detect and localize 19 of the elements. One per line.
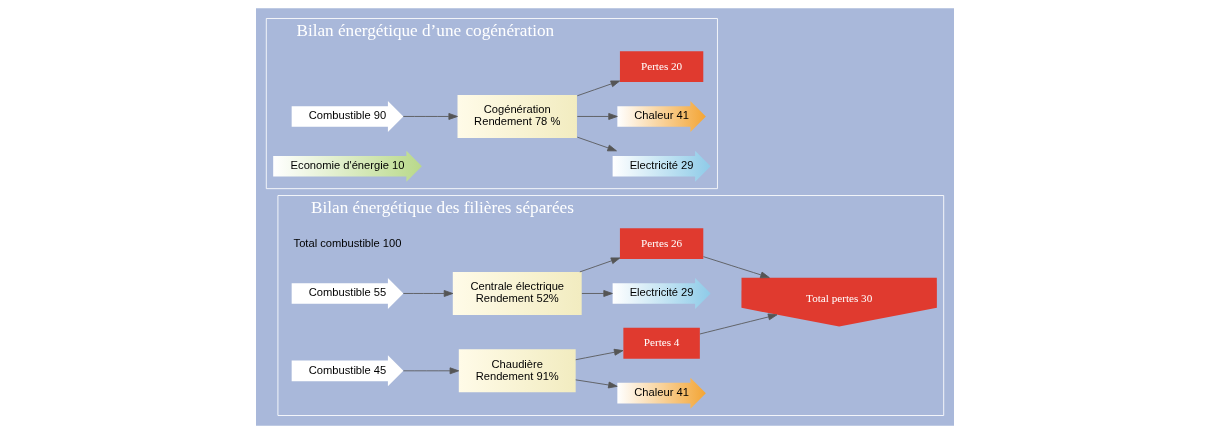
arrow (576, 80, 621, 97)
arrow (402, 113, 458, 120)
arrow (575, 379, 618, 389)
node-box: Centrale électrique Rendement 52% (452, 272, 582, 315)
node-box: Pertes 26 (619, 228, 704, 260)
arrow (576, 136, 617, 152)
arrow (581, 290, 613, 297)
arrow (703, 256, 770, 279)
node-box: Chaudière Rendement 91% (458, 349, 576, 393)
node-box: Pertes 4 (623, 327, 700, 359)
node-box: Pertes 20 (619, 51, 704, 83)
label: Total combustible 100 (293, 236, 402, 249)
arrow (699, 313, 778, 335)
arrow (402, 290, 454, 297)
node-box: Cogénération Rendement 78 % (457, 94, 577, 138)
arrow (576, 113, 618, 120)
arrow (579, 257, 621, 273)
arrow (402, 367, 460, 375)
arrow (575, 348, 624, 361)
